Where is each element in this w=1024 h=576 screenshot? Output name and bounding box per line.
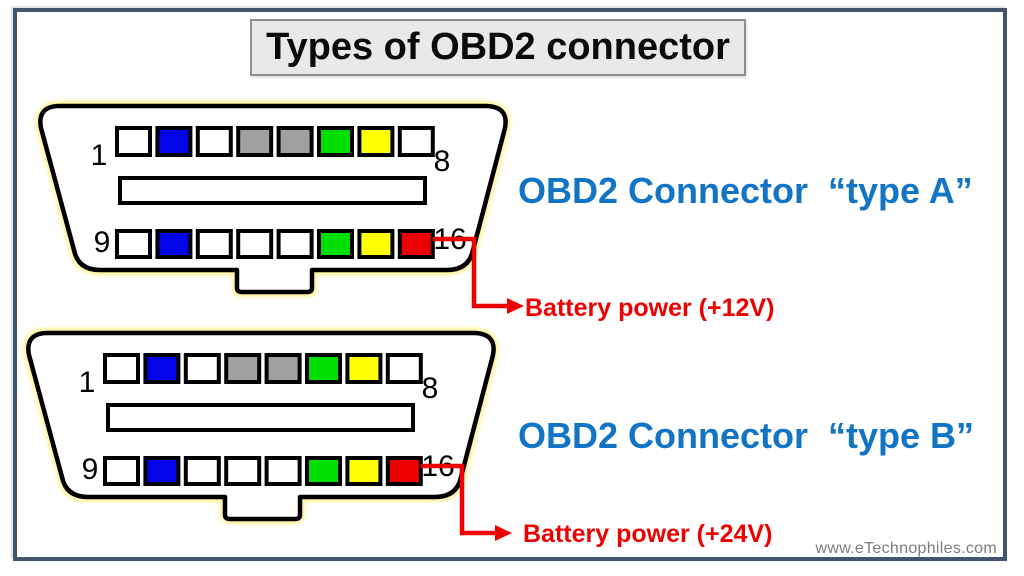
pin-number-9: 9 xyxy=(82,453,99,486)
pin-15 xyxy=(345,456,383,486)
title-box: Types of OBD2 connector xyxy=(250,19,746,76)
pin-number-8: 8 xyxy=(434,145,451,178)
pin-3 xyxy=(195,126,233,157)
pin-7 xyxy=(345,353,383,384)
pin-1 xyxy=(103,353,140,384)
battery-arrow xyxy=(433,236,524,314)
pin-5 xyxy=(264,353,302,384)
center-slot xyxy=(106,403,415,432)
pin-1 xyxy=(115,126,152,157)
pin-9 xyxy=(103,456,140,486)
pin-5 xyxy=(276,126,314,157)
pin-13 xyxy=(264,456,302,486)
pin-12 xyxy=(224,456,262,486)
pin-11 xyxy=(195,229,233,259)
pin-14 xyxy=(317,229,354,259)
pin-10 xyxy=(155,229,193,259)
pin-7 xyxy=(357,126,395,157)
pin-number-8: 8 xyxy=(422,372,439,405)
pin-2 xyxy=(155,126,193,157)
pin-8 xyxy=(385,353,423,384)
pin-11 xyxy=(183,456,221,486)
connector-type-b-diagram: 1 8 9 16 xyxy=(0,325,538,565)
pin-number-1: 1 xyxy=(79,366,96,399)
pin-3 xyxy=(183,353,221,384)
pin-13 xyxy=(276,229,314,259)
pin-14 xyxy=(305,456,342,486)
heading-type-b: OBD2 Connector “type B” xyxy=(518,415,975,456)
battery-label-type-b: Battery power (+24V) xyxy=(523,520,773,548)
pin-2 xyxy=(143,353,181,384)
pin-number-1: 1 xyxy=(91,139,108,172)
outer-border xyxy=(13,8,1007,561)
pin-16 xyxy=(397,229,435,259)
pin-8 xyxy=(397,126,435,157)
page-title: Types of OBD2 connector xyxy=(266,26,730,68)
pin-12 xyxy=(236,229,274,259)
pin-6 xyxy=(305,353,342,384)
center-slot xyxy=(118,176,427,205)
pin-9 xyxy=(115,229,152,259)
pin-6 xyxy=(317,126,354,157)
pin-4 xyxy=(224,353,262,384)
pin-4 xyxy=(236,126,274,157)
pin-15 xyxy=(357,229,395,259)
heading-type-a: OBD2 Connector “type A” xyxy=(518,170,973,211)
watermark: www.eTechnophiles.com xyxy=(815,540,997,557)
pin-10 xyxy=(143,456,181,486)
battery-label-type-a: Battery power (+12V) xyxy=(525,294,775,322)
pin-16 xyxy=(385,456,423,486)
connector-type-a-diagram: 1 8 9 16 xyxy=(10,98,550,338)
battery-arrow xyxy=(421,463,512,541)
pin-number-9: 9 xyxy=(94,226,111,259)
